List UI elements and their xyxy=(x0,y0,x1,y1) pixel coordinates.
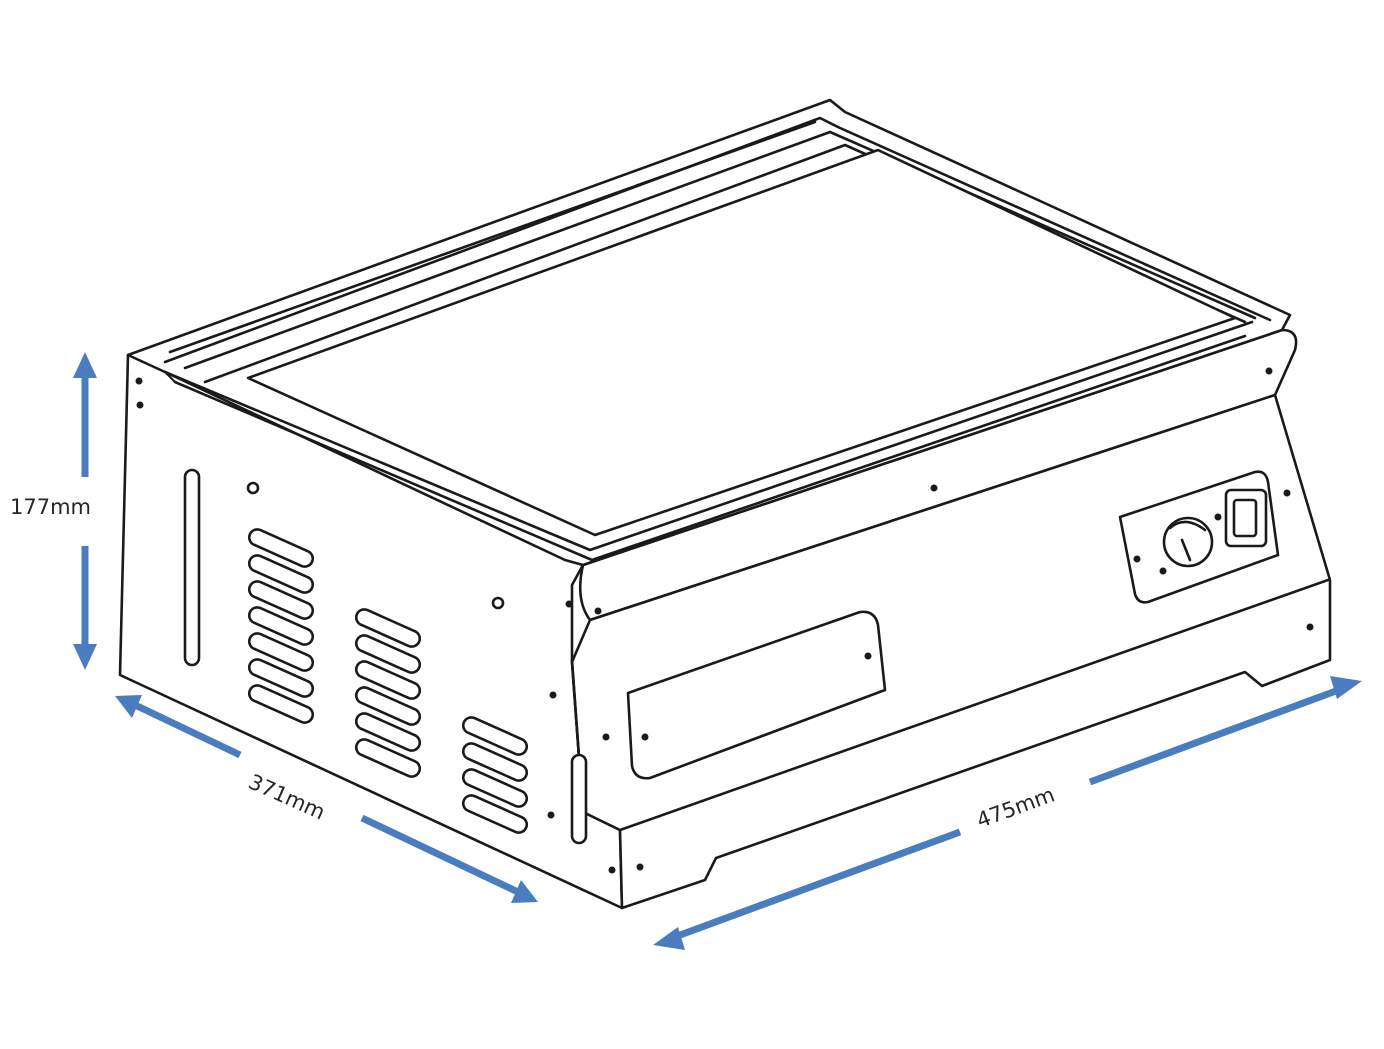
top-rail-back xyxy=(163,116,1272,364)
front-lower-crease xyxy=(618,578,1330,832)
width-label: 475mm xyxy=(974,782,1058,832)
appliance-body xyxy=(118,98,1332,910)
vent-group-2 xyxy=(354,608,422,778)
height-arrow xyxy=(73,352,97,670)
side-hole-2 xyxy=(491,596,505,610)
left-slot-2 xyxy=(570,753,588,845)
rocker-switch-inner xyxy=(1232,498,1258,538)
depth-arrow xyxy=(115,695,538,903)
vent-group-3 xyxy=(461,716,529,834)
vent-group-1 xyxy=(247,528,315,724)
width-arrow xyxy=(653,676,1362,950)
rotary-knob-grip xyxy=(1168,520,1207,562)
screw-dots xyxy=(135,367,1314,874)
rotary-knob-icon xyxy=(1162,516,1214,568)
plate-left-lip xyxy=(164,371,176,383)
left-slot-1 xyxy=(183,468,201,667)
cooking-plate xyxy=(246,148,1237,537)
plate-front-edge xyxy=(163,320,1254,552)
top-rail-inner-2 xyxy=(183,130,1257,370)
front-upper-band xyxy=(578,328,1298,622)
side-hole-1 xyxy=(246,481,260,495)
plate-front-edge-2 xyxy=(173,334,1247,562)
top-rail-inner-1 xyxy=(168,120,817,354)
front-label-plate xyxy=(626,610,887,780)
depth-label: 371mm xyxy=(245,770,329,825)
height-label: 177mm xyxy=(10,495,91,519)
